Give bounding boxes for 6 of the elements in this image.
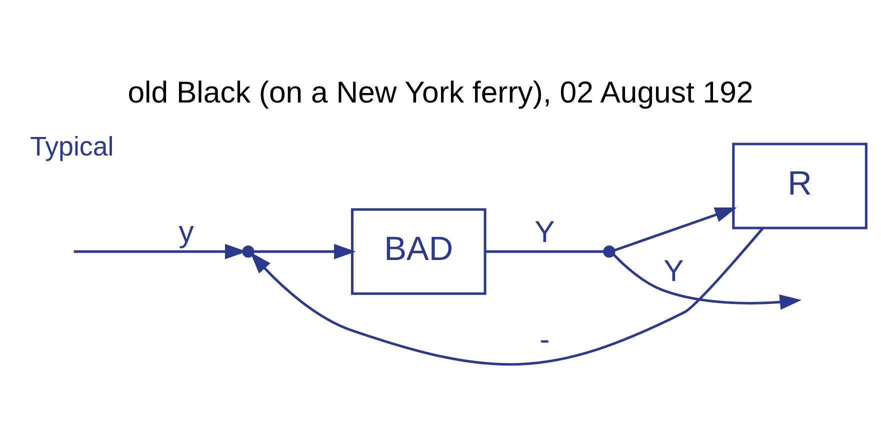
edge-label: Y xyxy=(664,254,684,288)
edge-label: y xyxy=(178,216,194,249)
edge-label: - xyxy=(540,323,550,356)
label: Typical xyxy=(30,130,114,161)
diagram-title: old Black (on a New York ferry), 02 August 192 xyxy=(128,76,754,110)
edge-label: Y xyxy=(534,216,555,249)
